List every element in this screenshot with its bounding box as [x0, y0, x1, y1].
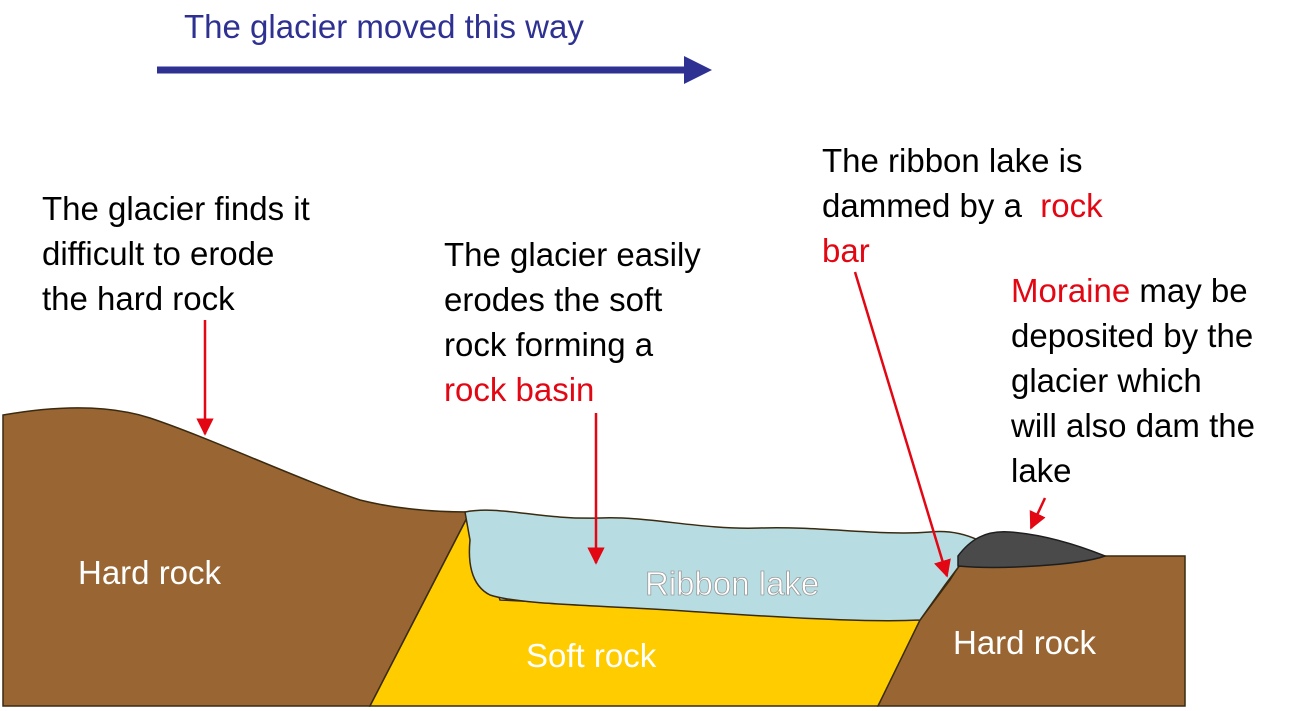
moraine-note-line5: lake	[1011, 452, 1072, 489]
ribbon-lake-label: Ribbon lake	[645, 565, 820, 603]
rock-bar-term-part1: rock	[1040, 187, 1103, 224]
hard-rock-left-label: Hard rock	[78, 554, 222, 591]
rock-bar-note-line2-prefix: dammed by a	[822, 187, 1022, 224]
moraine-deposit	[957, 531, 1108, 569]
hard-rock-note-line1: The glacier finds it	[42, 190, 310, 227]
ribbon-lake-region	[464, 509, 980, 622]
rock-bar-note-line2: dammed by a rock	[822, 183, 1103, 228]
soft-rock-note-line3: rock forming a	[444, 326, 654, 363]
hard-rock-left-region	[2, 407, 472, 707]
direction-arrow	[157, 56, 712, 84]
hard-rock-note: The glacier finds it difficult to erode …	[42, 186, 310, 321]
moraine-note: Moraine may be deposited by the glacier …	[1011, 268, 1255, 493]
soft-rock-label: Soft rock	[526, 637, 657, 674]
soft-rock-note-line1: The glacier easily	[444, 236, 701, 273]
soft-rock-note: The glacier easily erodes the soft rock …	[444, 232, 701, 412]
moraine-note-line1: Moraine may be	[1011, 268, 1255, 313]
moraine-term: Moraine	[1011, 272, 1131, 309]
rock-bar-note: The ribbon lake is dammed by a rock bar	[822, 138, 1103, 273]
hard-rock-right-label: Hard rock	[953, 624, 1097, 661]
soft-rock-note-line2: erodes the soft	[444, 281, 663, 318]
rock-basin-term: rock basin	[444, 371, 595, 408]
moraine-pointer-arrow	[1029, 497, 1047, 530]
glacier-direction-title: The glacier moved this way	[184, 8, 584, 45]
moraine-note-line1-suffix: may be	[1139, 272, 1248, 309]
moraine-note-line3: glacier which	[1011, 362, 1202, 399]
hard-rock-note-line3: the hard rock	[42, 280, 235, 317]
moraine-note-line2: deposited by the	[1011, 317, 1254, 354]
moraine-note-line4: will also dam the	[1011, 407, 1255, 444]
rock-bar-term-part2: bar	[822, 232, 870, 269]
rock-bar-note-line1: The ribbon lake is	[822, 142, 1083, 179]
hard-rock-note-line2: difficult to erode	[42, 235, 275, 272]
rock-bar-pointer-arrow	[853, 271, 951, 578]
